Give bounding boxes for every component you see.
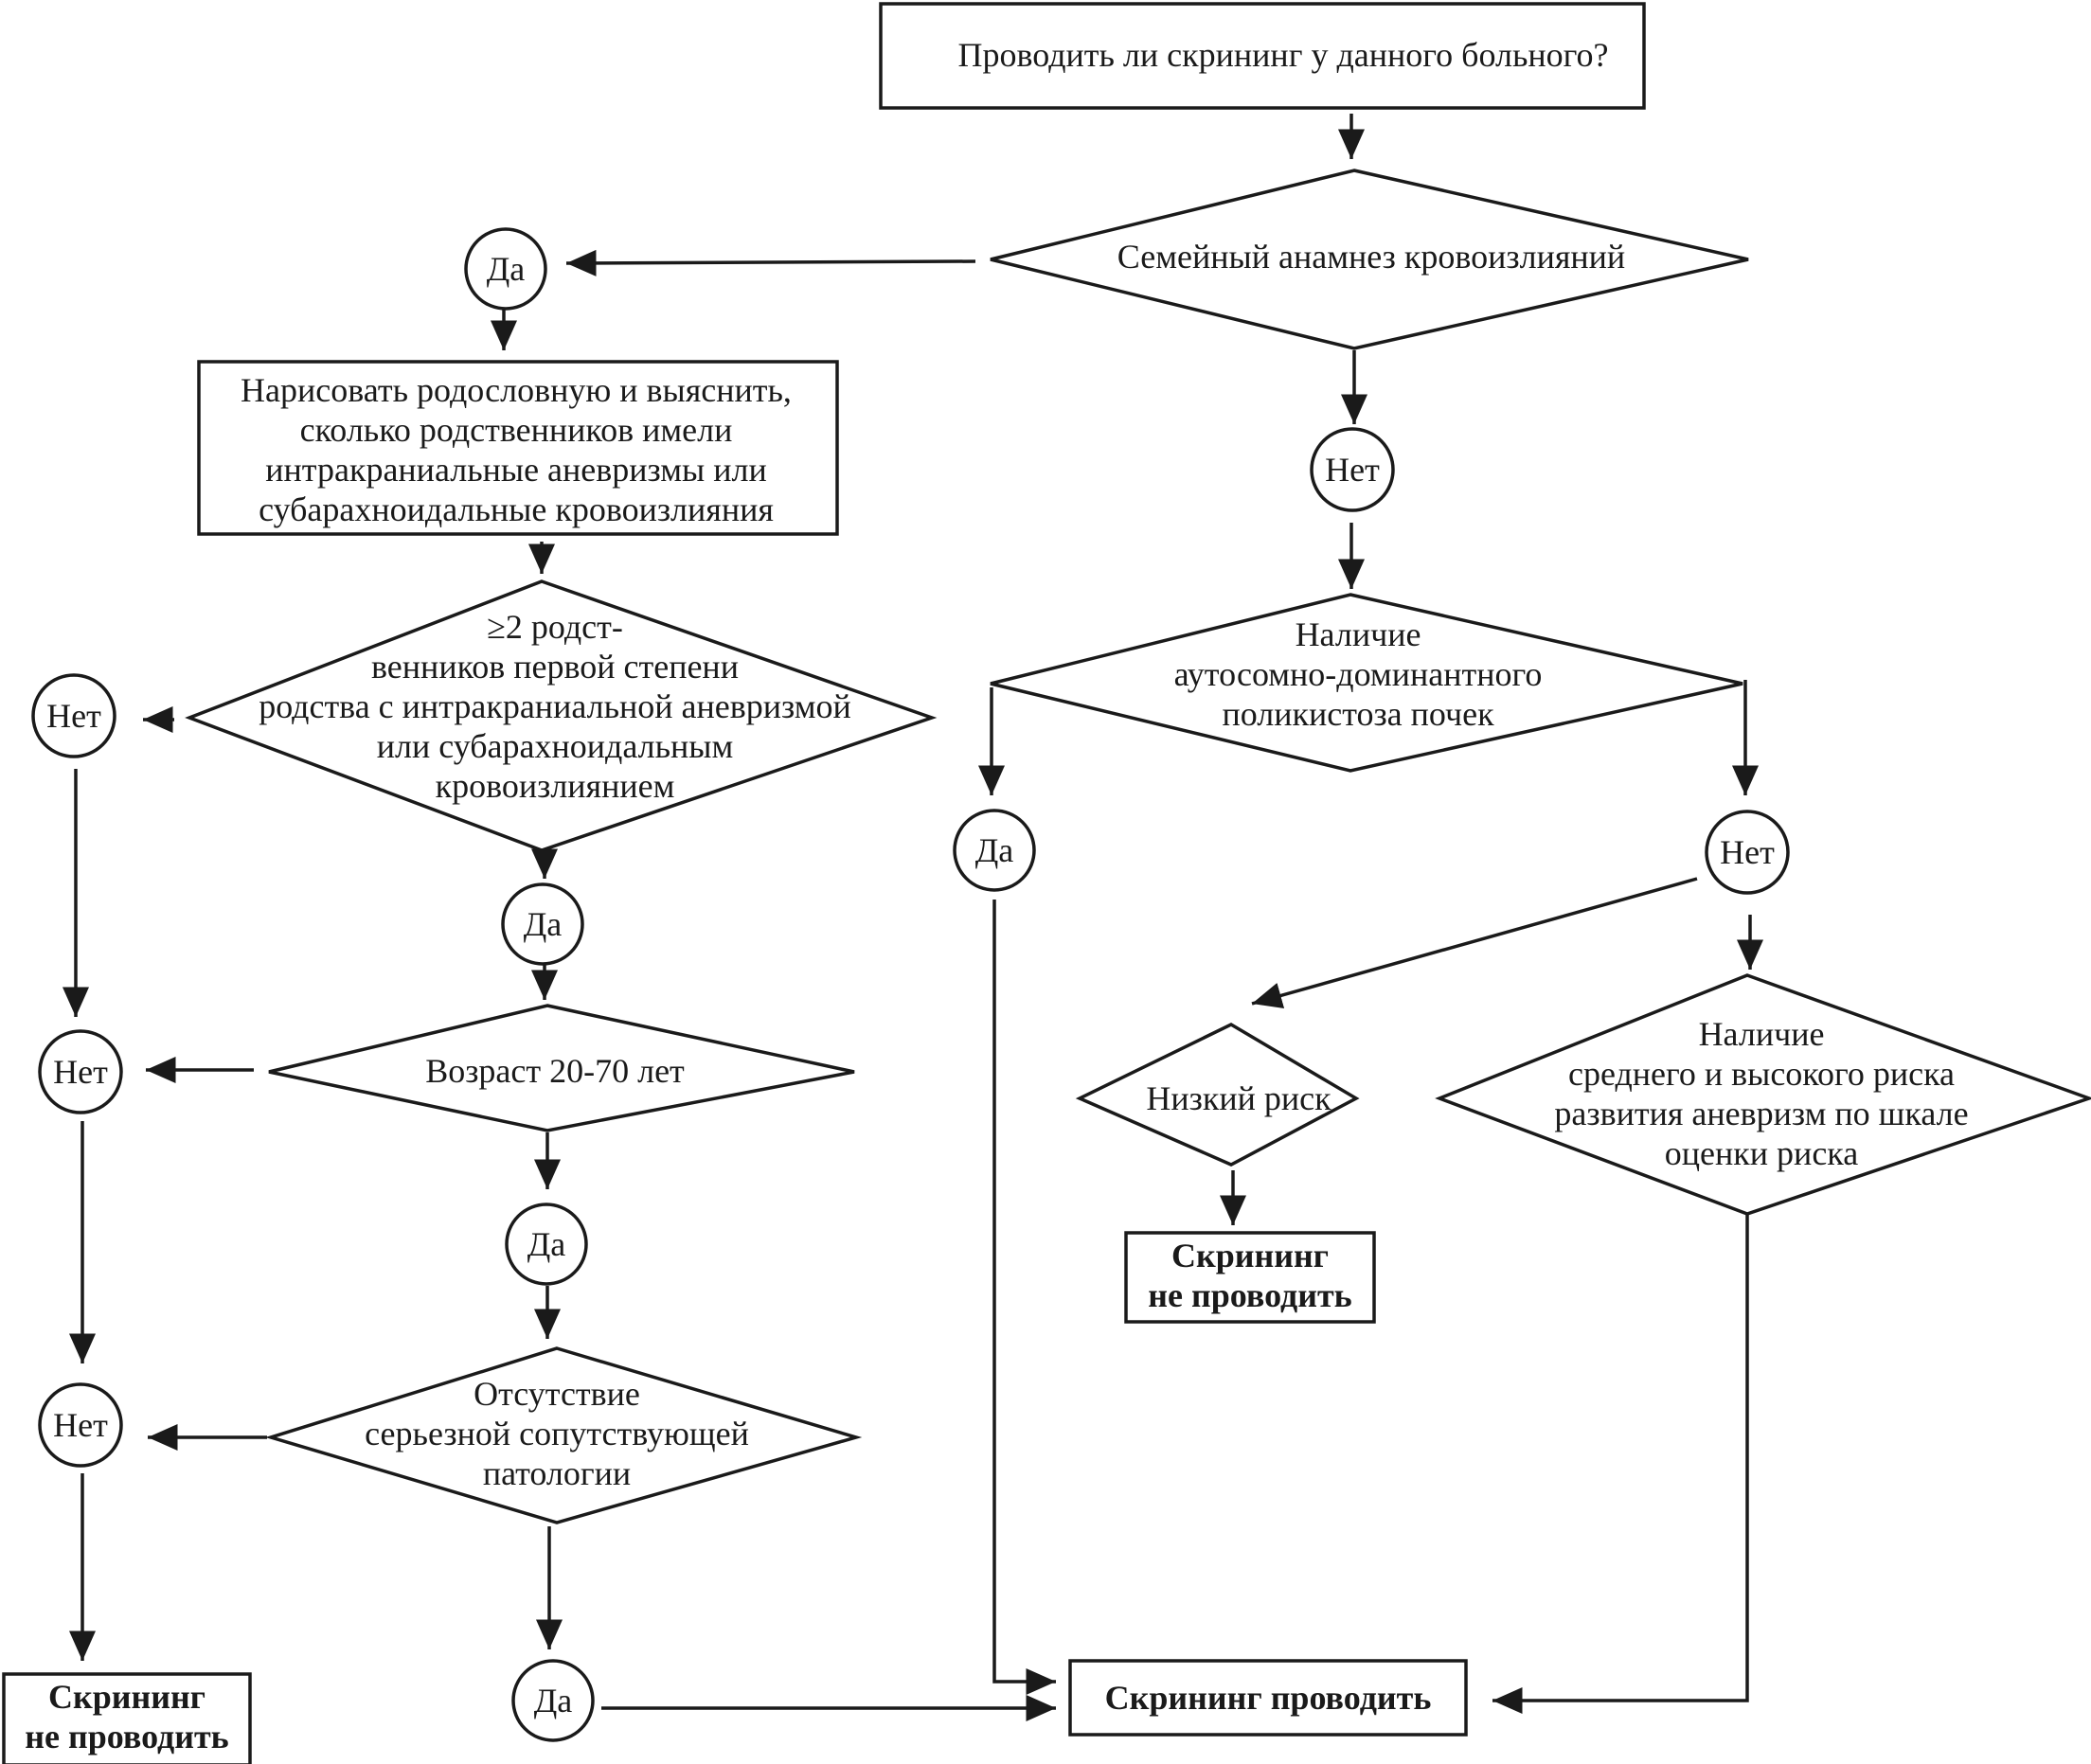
age-yes-circle: Да	[505, 1203, 588, 1286]
age-decision: Возраст 20-70 лет	[268, 1004, 855, 1132]
low-risk-text: Низкий риск	[1146, 1079, 1331, 1117]
comorbidity-decision: Отсутствие серьезной сопутствующей патол…	[264, 1346, 863, 1524]
relatives-yes-label: Да	[524, 905, 563, 943]
relatives-decision: ≥2 родст- венников первой степени родств…	[185, 579, 938, 852]
do-screening-text: Скрининг проводить	[1105, 1679, 1432, 1717]
low-risk-decision: Низкий риск	[1075, 1023, 1360, 1167]
comorbidity-yes-label: Да	[534, 1682, 573, 1719]
do-screening-box: Скрининг проводить	[1068, 1659, 1468, 1737]
relatives-no-label: Нет	[46, 697, 101, 735]
no-screening-left-box: Скрининг не проводить	[2, 1672, 252, 1764]
family-history-decision: Семейный анамнез кровоизлияний	[990, 169, 1749, 350]
pedigree-line-2: сколько родственников имели	[300, 411, 733, 449]
age-no-label: Нет	[53, 1053, 108, 1091]
high-risk-decision: Наличие среднего и высокого риска развит…	[1435, 973, 2091, 1216]
connectors	[63, 114, 1763, 1721]
pedigree-line-3: интракраниальные аневризмы или	[265, 451, 766, 489]
screening-question-text: Проводить ли скрининг у данного больного…	[957, 36, 1608, 74]
family-history-no-label: Нет	[1325, 451, 1380, 489]
comorbidity-line-2: серьезной сопутствующей	[365, 1415, 749, 1452]
adpkd-yes-circle: Да	[953, 809, 1036, 892]
high-risk-line-1: Наличие	[1699, 1015, 1825, 1053]
family-history-yes-circle: Да	[464, 227, 547, 311]
relatives-line-3: родства с интракраниальной аневризмой	[259, 687, 851, 725]
no-screening-right-line-1: Скрининг	[1171, 1237, 1329, 1274]
adpkd-decision: Наличие аутосомно-доминантного поликисто…	[990, 593, 1743, 773]
comorbidity-line-1: Отсутствие	[474, 1375, 640, 1413]
comorbidity-line-3: патологии	[483, 1454, 631, 1492]
adpkd-no-circle: Нет	[1705, 810, 1790, 895]
comorbidity-no-label: Нет	[53, 1406, 108, 1444]
high-risk-line-2: среднего и высокого риска	[1568, 1055, 1955, 1093]
adpkd-line-3: поликистоза почек	[1222, 695, 1494, 733]
no-screening-right-box: Скрининг не проводить	[1124, 1231, 1376, 1324]
pedigree-box: Нарисовать родословную и выяснить, сколь…	[197, 360, 839, 536]
age-text: Возраст 20-70 лет	[425, 1052, 685, 1090]
arrow-family-to-yes	[565, 249, 976, 276]
adpkd-yes-label: Да	[975, 831, 1014, 869]
adpkd-line-1: Наличие	[1296, 615, 1421, 653]
high-risk-line-3: развития аневризм по шкале	[1554, 1095, 1968, 1132]
arrow-adpkd-no-to-low-risk	[1251, 877, 1698, 1008]
relatives-line-2: венников первой степени	[371, 648, 739, 686]
high-risk-line-4: оценки риска	[1665, 1134, 1858, 1172]
age-yes-label: Да	[527, 1225, 566, 1263]
comorbidity-yes-circle: Да	[511, 1659, 595, 1742]
pedigree-line-1: Нарисовать родословную и выяснить,	[241, 371, 792, 409]
adpkd-no-label: Нет	[1720, 833, 1775, 871]
adpkd-line-2: аутосомно-доминантного	[1174, 655, 1543, 693]
arrow-adpkd-yes-to-screening	[992, 900, 1056, 1695]
comorbidity-no-circle: Нет	[38, 1382, 123, 1468]
no-screening-right-line-2: не проводить	[1148, 1276, 1351, 1314]
relatives-yes-circle: Да	[501, 882, 584, 966]
relatives-line-4: или субарахноидальным	[377, 727, 734, 765]
no-screening-left-line-2: не проводить	[25, 1718, 228, 1755]
no-screening-left-line-1: Скрининг	[48, 1678, 206, 1716]
age-no-circle: Нет	[38, 1029, 123, 1114]
arrow-high-risk-to-screening	[1492, 1214, 1749, 1714]
family-history-text: Семейный анамнез кровоизлияний	[1117, 238, 1625, 276]
relatives-no-circle: Нет	[31, 673, 116, 758]
family-history-yes-label: Да	[487, 250, 526, 288]
pedigree-line-4: субарахноидальные кровоизлияния	[259, 490, 774, 528]
relatives-line-1: ≥2 родст-	[487, 608, 623, 646]
relatives-line-5: кровоизлиянием	[436, 767, 675, 805]
screening-question-box: Проводить ли скрининг у данного больного…	[879, 2, 1646, 110]
family-history-no-circle: Нет	[1310, 427, 1395, 512]
